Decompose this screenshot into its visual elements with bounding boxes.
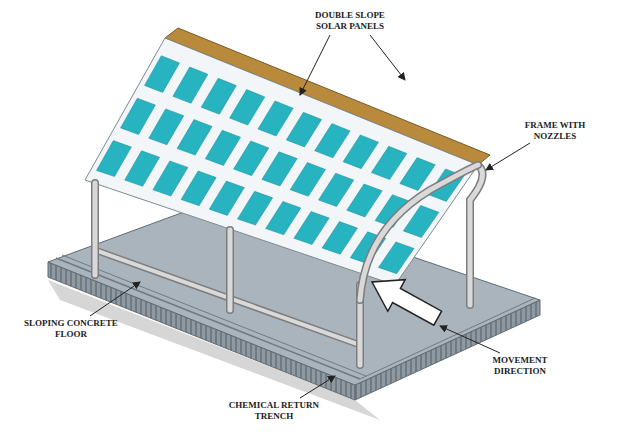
solar-cell — [238, 191, 273, 225]
solar-cell — [230, 90, 265, 126]
solar-cell — [125, 151, 160, 187]
solar-cell — [258, 101, 293, 136]
solar-cell — [322, 222, 357, 255]
solar-cell — [145, 56, 180, 93]
solar-cell — [153, 161, 188, 196]
solar-cell — [266, 201, 301, 234]
solar-cell — [294, 212, 329, 245]
solar-cell — [262, 152, 297, 186]
solar-cell — [347, 184, 382, 217]
solar-cell — [209, 181, 244, 215]
part-label: FRAME WITH NOZZLES — [515, 120, 595, 142]
part-label: DOUBLE SLOPE SOLAR PANELS — [305, 10, 395, 32]
part-label: MOVEMENT DIRECTION — [478, 355, 562, 377]
ridge-cap — [165, 28, 490, 165]
solar-cell — [177, 120, 212, 156]
solar-cell — [173, 67, 208, 103]
solar-cell — [205, 130, 240, 165]
solar-cells — [97, 56, 464, 274]
solar-cell — [343, 135, 378, 169]
part-label: SLOPING CONCRETE FLOOR — [12, 318, 130, 340]
leader-line — [90, 35, 530, 398]
solar-cell — [315, 124, 350, 158]
solar-cell — [290, 163, 325, 197]
solar-cell — [234, 141, 269, 176]
solar-cell — [286, 112, 321, 147]
solar-cell — [121, 98, 156, 134]
solar-cell — [97, 141, 132, 177]
movement-arrow — [372, 280, 442, 326]
solar-cell — [371, 146, 407, 179]
frame — [95, 165, 478, 365]
return-trench — [62, 255, 366, 376]
solar-cell — [379, 242, 415, 274]
solar-cell — [201, 78, 236, 114]
part-label: CHEMICAL RETURN TRENCH — [215, 400, 333, 422]
solar-cell — [149, 109, 184, 145]
solar-cell — [181, 171, 216, 206]
solar-cell — [319, 173, 354, 206]
solar-panel — [85, 38, 478, 285]
